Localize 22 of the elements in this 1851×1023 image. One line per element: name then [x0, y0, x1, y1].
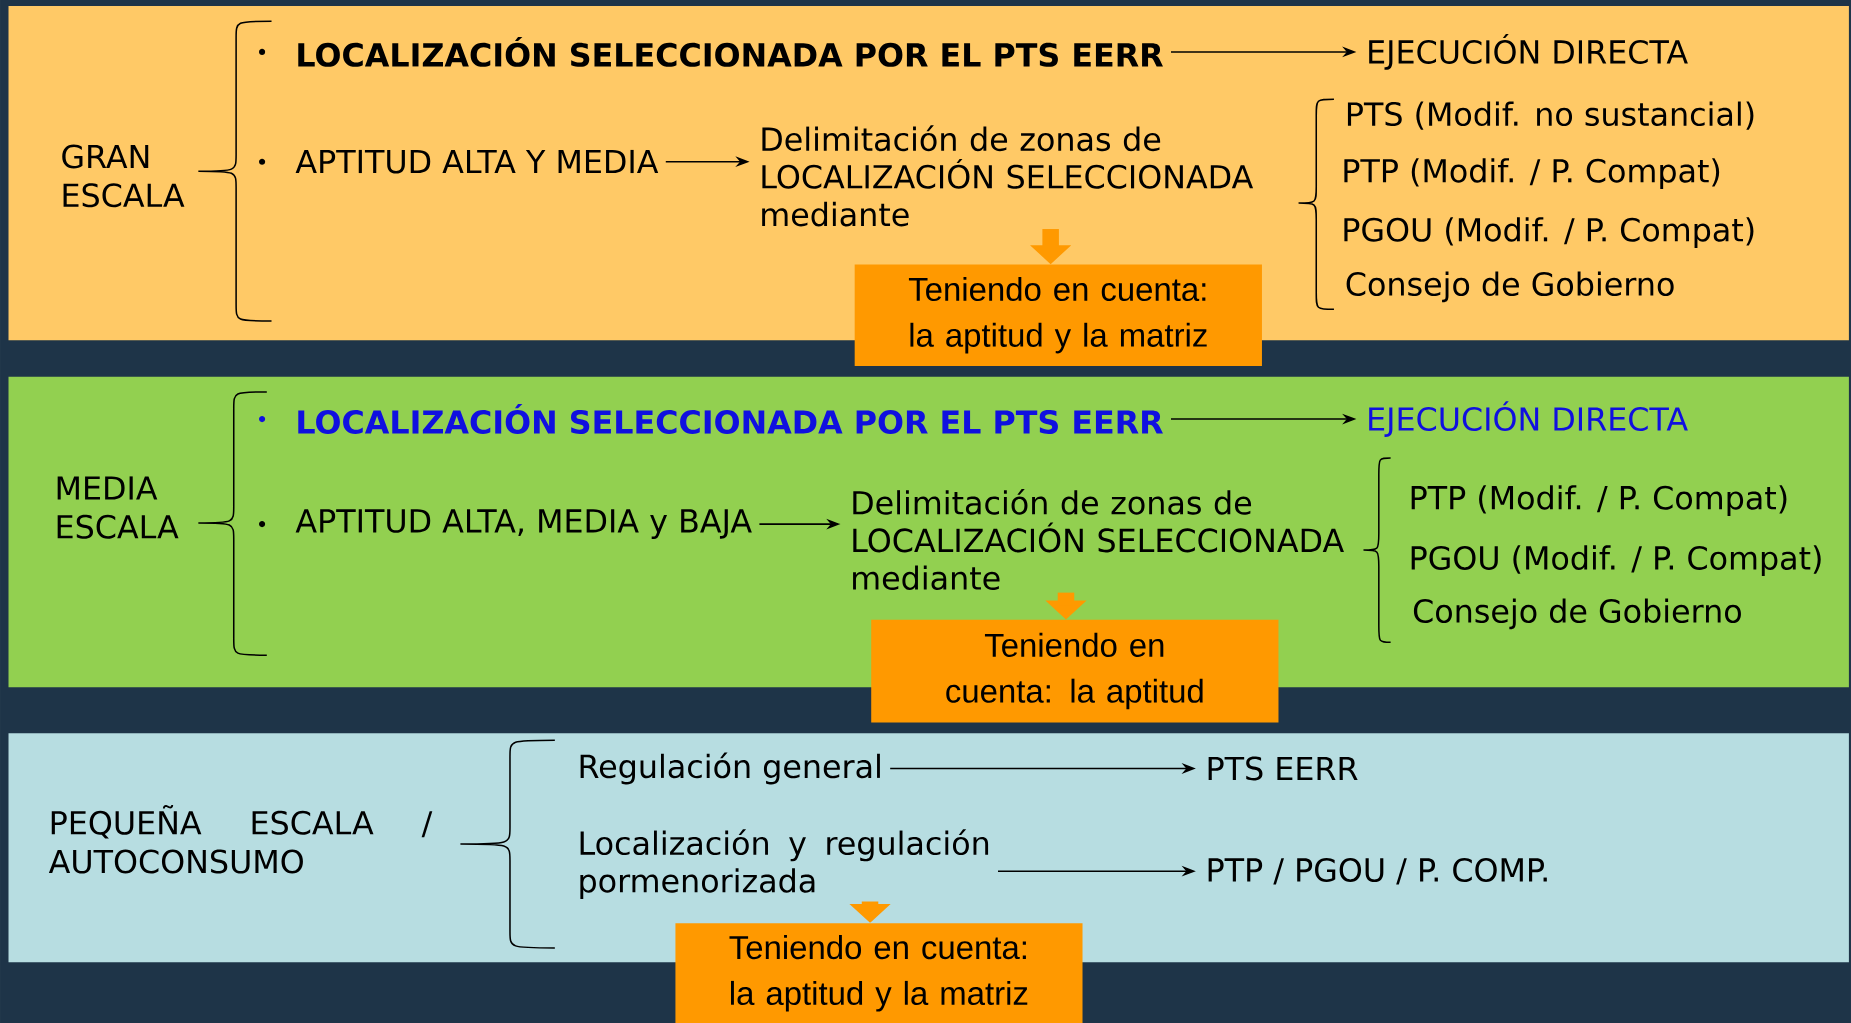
text-label: PTP (Modif. / P. Compat)	[1344, 157, 1720, 189]
text-label: Consejo de Gobierno	[1346, 271, 1674, 302]
text-label: PTS EERR	[1208, 756, 1358, 781]
text-label: APTITUD ALTA Y MEDIA	[295, 149, 659, 174]
text-label: PGOU (Modif. / P. Compat)	[1344, 216, 1754, 248]
highlight-box: Teniendo en cuenta: la aptitud y la matriz	[854, 264, 1262, 366]
text-label: PTP / PGOU / P. COMP.	[1208, 857, 1547, 885]
text-label: LOCALIZACIÓN SELECCIONADA POR EL PTS EERR	[298, 36, 1163, 67]
text-label: Localización y regulación pormenorizada	[580, 829, 989, 899]
text-label: EJECUCIÓN DIRECTA	[1369, 400, 1688, 437]
text-label: PGOU (Modif. / P. Compat)	[1411, 545, 1821, 576]
highlight-box: Teniendo en cuenta: la aptitud	[871, 619, 1279, 723]
text-label: EJECUCIÓN DIRECTA	[1369, 33, 1688, 70]
text-label: PTP (Modif. / P. Compat)	[1411, 484, 1787, 516]
text-label: PTS (Modif. no sustancial)	[1347, 101, 1754, 130]
text-label: APTITUD ALTA, MEDIA y BAJA	[295, 509, 752, 539]
highlight-box: Teniendo en cuenta: la aptitud y la matriz	[675, 922, 1083, 1023]
text-label: LOCALIZACIÓN SELECCIONADA POR EL PTS EERR	[298, 403, 1163, 434]
text-label: Delimitación de zonas de LOCALIZACIÓN SELECCIONADA mediante	[853, 488, 1344, 590]
text-label: Regulación general	[580, 752, 880, 785]
text-label: Delimitación de zonas de LOCALIZACIÓN SELECCIONADA mediante	[762, 125, 1254, 227]
text-label: Consejo de Gobierno	[1413, 598, 1741, 629]
